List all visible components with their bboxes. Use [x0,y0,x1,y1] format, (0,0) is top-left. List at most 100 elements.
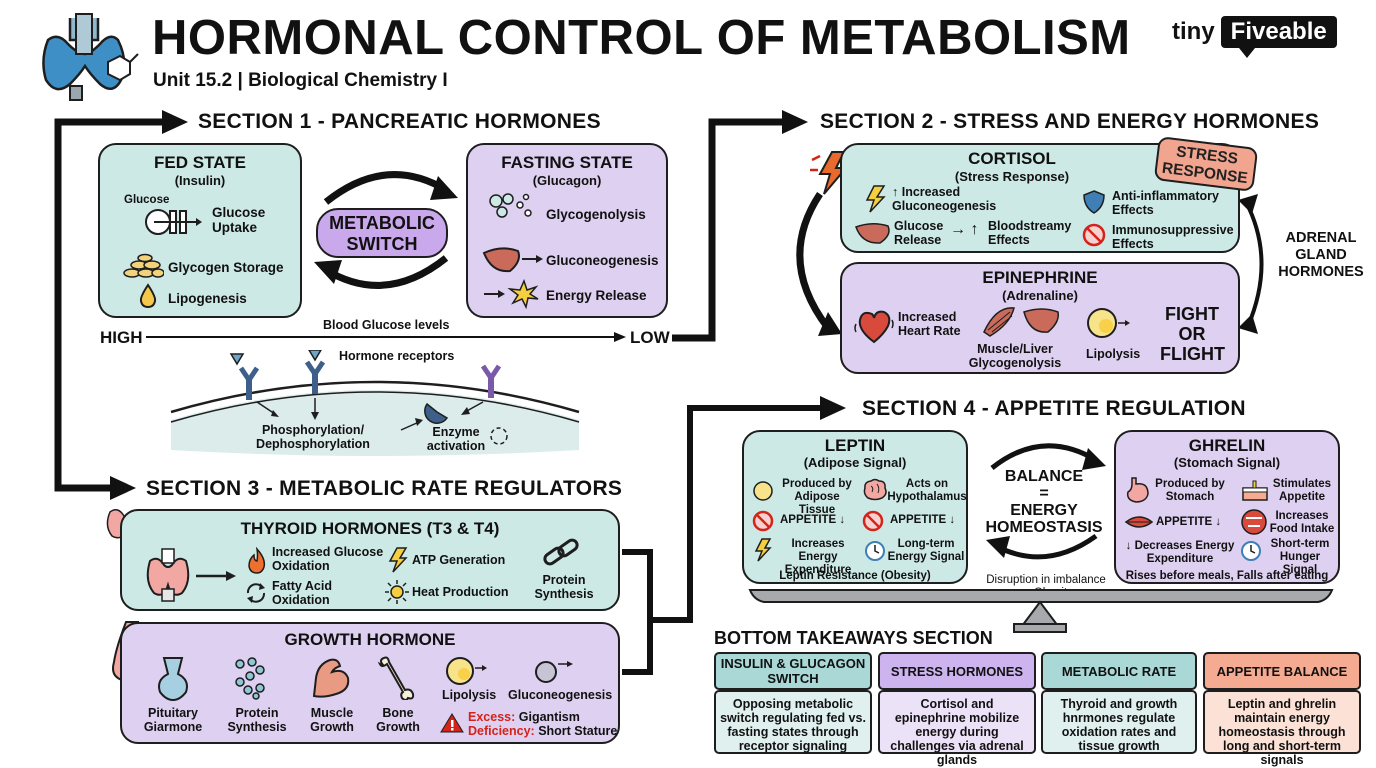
ghrelin-appetite-text: APPETITE [1156,516,1213,528]
leptin-title: LEPTIN [824,436,886,455]
no-symbol-icon [1082,223,1106,247]
heart-icon [854,310,894,344]
lipogenesis-label: Lipogenesis [168,291,247,306]
recycle-icon [246,583,266,603]
mouth-icon [1241,509,1267,535]
burst-icon [484,279,539,309]
glucose-oxidation-label: Increased Glucose Oxidation [272,545,384,573]
shield-icon [1083,190,1105,214]
ghrelin-produced-label: Produced by Stomach [1155,478,1225,503]
stomach-icon [1126,477,1149,503]
glucose-label: Glucose [124,194,170,206]
section2-heading: SECTION 2 - STRESS AND ENERGY HORMONES [820,110,1320,133]
page-subtitle: Unit 15.2 | Biological Chemistry I [153,70,448,91]
liver-icon [482,247,543,273]
leptin-subtitle: (Adipose Signal) [803,455,907,470]
epinephrine-subtitle: (Adrenaline) [1002,288,1078,303]
gluconeogenesis-label: Gluconeogenesis [546,253,659,268]
balance-label: BALANCE [1004,468,1084,485]
balance-eq: = [1039,485,1049,502]
glucose-high-label: HIGH [100,328,143,347]
ghrelin-subtitle: (Stomach Signal) [1173,455,1281,470]
balance-block: BALANCE = ENERGY HOMEOSTASIS [980,468,1108,536]
enzyme-icon [424,402,449,424]
thyroid-arrow [196,571,236,581]
leptin-longterm-label: Long-term Energy Signal [887,538,965,563]
no-symbol-icon [752,510,774,532]
leptin-acts-label: Acts on Hypothalamus [887,478,967,503]
takeaway-1-body: Opposing metabolic switch regulating fed… [714,690,872,754]
ghrelin-appetite-label: APPETITE ↓ [1156,516,1222,528]
scale-icon [748,589,1334,633]
mouth-icon [1124,516,1154,528]
thyroid-molecule-icon [42,13,139,101]
molecule-arrow-icon [535,661,573,683]
hormone-receptors-label: Hormone receptors [339,349,455,363]
deficiency-key: Deficiency: [468,724,535,738]
lipolysis-cell-icon [753,481,773,501]
cortisol-title: CORTISOL [968,149,1056,168]
brand-logo[interactable]: tiny Fiveable [1172,16,1337,58]
bone-growth-label: Bone Growth [376,706,420,734]
takeaway-2-title: STRESS HORMONES [878,652,1036,690]
takeaways-heading: BOTTOM TAKEAWAYS SECTION [714,628,993,648]
takeaway-1-title: INSULIN & GLUCAGON SWITCH [714,652,872,690]
gh-protein-label: Protein Synthesis [227,706,287,734]
muscle-liver-label: Muscle/Liver Glycogenolysis [968,342,1062,370]
phosphorylation-label: Phosphorylation/ Dephosphorylation [256,423,370,451]
ghrelin-decreases-text: Decreases Energy Expenditure [1134,540,1235,565]
ghrelin-shortterm-label: Short-term Hunger Signal [1270,538,1330,576]
ghrelin-footer-label: Rises before meals, Falls after eating [1125,570,1329,582]
deficiency-label: Deficiency: Short Stature [468,724,617,738]
glycogen-dots-icon [489,193,532,218]
energy-release-label: Energy Release [546,288,647,303]
ghrelin-stimulates-label: Stimulates Appetite [1272,478,1332,503]
gh-gluconeo-label: Gluconeogenesis [508,688,613,702]
switch-arrows [314,171,458,289]
takeaway-4-title: APPETITE BALANCE [1203,652,1361,690]
leptin-appetite1-label: APPETITE ↓ [780,514,846,526]
enzyme-activation-label: Enzyme activation [426,425,486,453]
balance-homeostasis: HOMEOSTASIS [985,519,1103,536]
fed-title: FED STATE [154,153,246,172]
thyroid-panel: THYROID HORMONES (T3 & T4) Increased Glu… [120,509,620,611]
glucose-release-label: Glucose Release [894,219,944,247]
fed-subtitle: (Insulin) [174,173,226,188]
glycogen-storage-label: Glycogen Storage [168,260,284,275]
heat-production-label: Heat Production [412,585,509,599]
epinephrine-title: EPINEPHRINE [982,268,1098,287]
immunosuppressive-label: Immunosuppressive Effects [1112,223,1234,251]
anti-inflammatory-label: Anti-inflammatory Effects [1112,189,1219,217]
excess-key: Excess: [468,710,516,724]
glucose-uptake-label: Glucose Uptake [212,205,266,235]
brand-fiveable: Fiveable [1230,18,1327,45]
glucose-channel-icon [145,209,202,235]
lightning-icon [388,547,408,573]
ghrelin-panel: GHRELIN (Stomach Signal) Produced by Sto… [1114,430,1340,584]
ghrelin-food-label: Increases Food Intake [1269,510,1335,535]
lipolysis-cell-icon [1087,308,1130,338]
clock-icon [865,541,885,561]
thyroid-protein-label: Protein Synthesis [534,573,594,601]
cortisol-gluconeo-text: Increased Gluconeogenesis [892,185,997,213]
fasting-state-panel: FASTING STATE (Glucagon) Glycogenolysis … [466,143,668,318]
leptin-footer-label: Leptin Resistance (Obesity) [779,570,931,582]
metabolic-switch-label: METABOLIC SWITCH [316,208,448,258]
muscle-icon [983,307,1060,337]
flame-icon [248,547,266,574]
no-symbol-icon [862,510,884,532]
ghrelin-decreases-label: ↓ Decreases Energy Expenditure [1125,540,1235,565]
lipolysis-cell-icon [446,657,487,685]
epi-lipolysis-label: Lipolysis [1086,347,1141,361]
adrenal-cycle-arrows [796,192,1264,336]
leptin-expenditure-label: Increases Energy Expenditure [784,538,852,576]
glucose-low-label: LOW [630,328,670,347]
muscle-growth-label: Muscle Growth [310,706,354,734]
page-title: HORMONAL CONTROL OF METABOLISM [152,11,1131,65]
dna-icon [235,657,265,700]
fed-state-panel: FED STATE (Insulin) Glucose Glucose Upta… [98,143,302,318]
excess-label: Excess: Gigantism [468,710,580,724]
thyroid-title: THYROID HORMONES (T3 & T4) [240,519,500,538]
fiveable-logo-icon: Fiveable [1220,16,1337,58]
